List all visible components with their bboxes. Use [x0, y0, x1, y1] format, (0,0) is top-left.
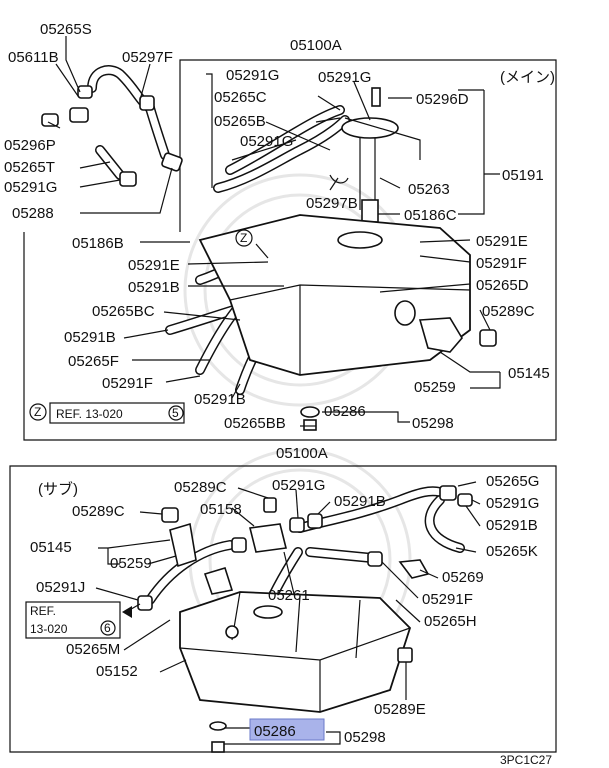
label-05291B-a: 05291B — [334, 493, 386, 510]
ref-text-1: REF. — [30, 604, 56, 618]
label-05265M: 05265M — [66, 641, 120, 658]
lower-parts — [137, 485, 473, 611]
label-05291B-b: 05291B — [486, 517, 538, 534]
label-05291F-b: 05291F — [102, 375, 153, 392]
upper-leaders — [47, 36, 501, 427]
upper-title: 05100A — [290, 37, 342, 54]
lower-section: 05100A (サブ) — [9, 445, 557, 753]
label-05145: 05145 — [30, 539, 72, 556]
label-05265S: 05265S — [40, 21, 92, 38]
label-05291G-c: 05291G — [318, 69, 371, 86]
ref-num: 5 — [172, 406, 179, 420]
highlight-box — [249, 718, 325, 741]
label-05291F: 05291F — [422, 591, 473, 608]
sub-tank — [179, 591, 413, 713]
label-05158: 05158 — [200, 501, 242, 518]
label-05191: 05191 — [502, 167, 544, 184]
lower-leaders — [95, 481, 481, 745]
label-05291J: 05291J — [36, 579, 85, 596]
label-05265G: 05265G — [486, 473, 539, 490]
lower-ref: REF. 13-020 6 — [25, 601, 141, 639]
label-05291B-c: 05291B — [194, 391, 246, 408]
ref-num-lower: 6 — [104, 621, 111, 635]
label-05265BB: 05265BB — [224, 415, 286, 432]
label-05611B: 05611B — [8, 49, 59, 66]
lower-variant: (サブ) — [38, 480, 78, 498]
upper-frame — [23, 59, 557, 441]
label-05186B: 05186B — [72, 235, 124, 252]
label-05286-highlighted[interactable]: 05286 — [254, 723, 296, 740]
footer-code: 3PC1C27 — [500, 753, 552, 767]
ref-text-2: 13-020 — [30, 622, 68, 636]
callout-z-circle — [235, 229, 253, 247]
label-05296P: 05296P — [4, 137, 56, 154]
label-05291G-b: 05291G — [226, 67, 279, 84]
label-05265T: 05265T — [4, 159, 55, 176]
label-05296D: 05296D — [416, 91, 469, 108]
label-05298: 05298 — [412, 415, 454, 432]
label-05289C-b: 05289C — [72, 503, 125, 520]
label-05291B-a: 05291B — [128, 279, 180, 296]
label-05289C-a: 05289C — [174, 479, 227, 496]
label-05297F: 05297F — [122, 49, 173, 66]
label-05265K: 05265K — [486, 543, 538, 560]
label-05291E-a: 05291E — [128, 257, 180, 274]
label-05259: 05259 — [110, 555, 152, 572]
ref-text: REF. 13-020 — [56, 407, 123, 421]
left-parts — [41, 65, 183, 187]
label-05298: 05298 — [344, 729, 386, 746]
label-05291G-d: 05291G — [240, 133, 293, 150]
label-05291B-b: 05291B — [64, 329, 116, 346]
label-05291E-b: 05291E — [476, 233, 528, 250]
upper-ref: Z REF. 13-020 5 — [29, 402, 185, 424]
label-05263: 05263 — [408, 181, 450, 198]
label-05289E: 05289E — [374, 701, 426, 718]
upper-section: 05100A (メイン) — [4, 21, 557, 441]
lower-frame — [9, 465, 557, 753]
label-05291G-b: 05291G — [486, 495, 539, 512]
label-05291G-a: 05291G — [4, 179, 57, 196]
lower-title: 05100A — [276, 445, 328, 462]
label-05291G-a: 05291G — [272, 477, 325, 494]
label-05291F-a: 05291F — [476, 255, 527, 272]
label-05265C: 05265C — [214, 89, 267, 106]
label-05265H: 05265H — [424, 613, 477, 630]
label-05289C: 05289C — [482, 303, 535, 320]
label-05152: 05152 — [96, 663, 138, 680]
label-05286: 05286 — [324, 403, 366, 420]
label-05265F: 05265F — [68, 353, 119, 370]
ref-circle: Z — [34, 405, 41, 419]
label-05145: 05145 — [508, 365, 550, 382]
label-05186C: 05186C — [404, 207, 457, 224]
label-05269: 05269 — [442, 569, 484, 586]
main-tank — [198, 214, 497, 431]
upper-variant: (メイン) — [500, 69, 555, 86]
callout-z: Z — [240, 231, 247, 245]
label-05265BC: 05265BC — [92, 303, 155, 320]
label-05259: 05259 — [414, 379, 456, 396]
label-05297B: 05297B — [306, 195, 358, 212]
label-05265B: 05265B — [214, 113, 266, 130]
label-05261: 05261 — [268, 587, 310, 604]
label-05265D: 05265D — [476, 277, 529, 294]
label-05288: 05288 — [12, 205, 54, 222]
drain-plug — [209, 721, 227, 753]
